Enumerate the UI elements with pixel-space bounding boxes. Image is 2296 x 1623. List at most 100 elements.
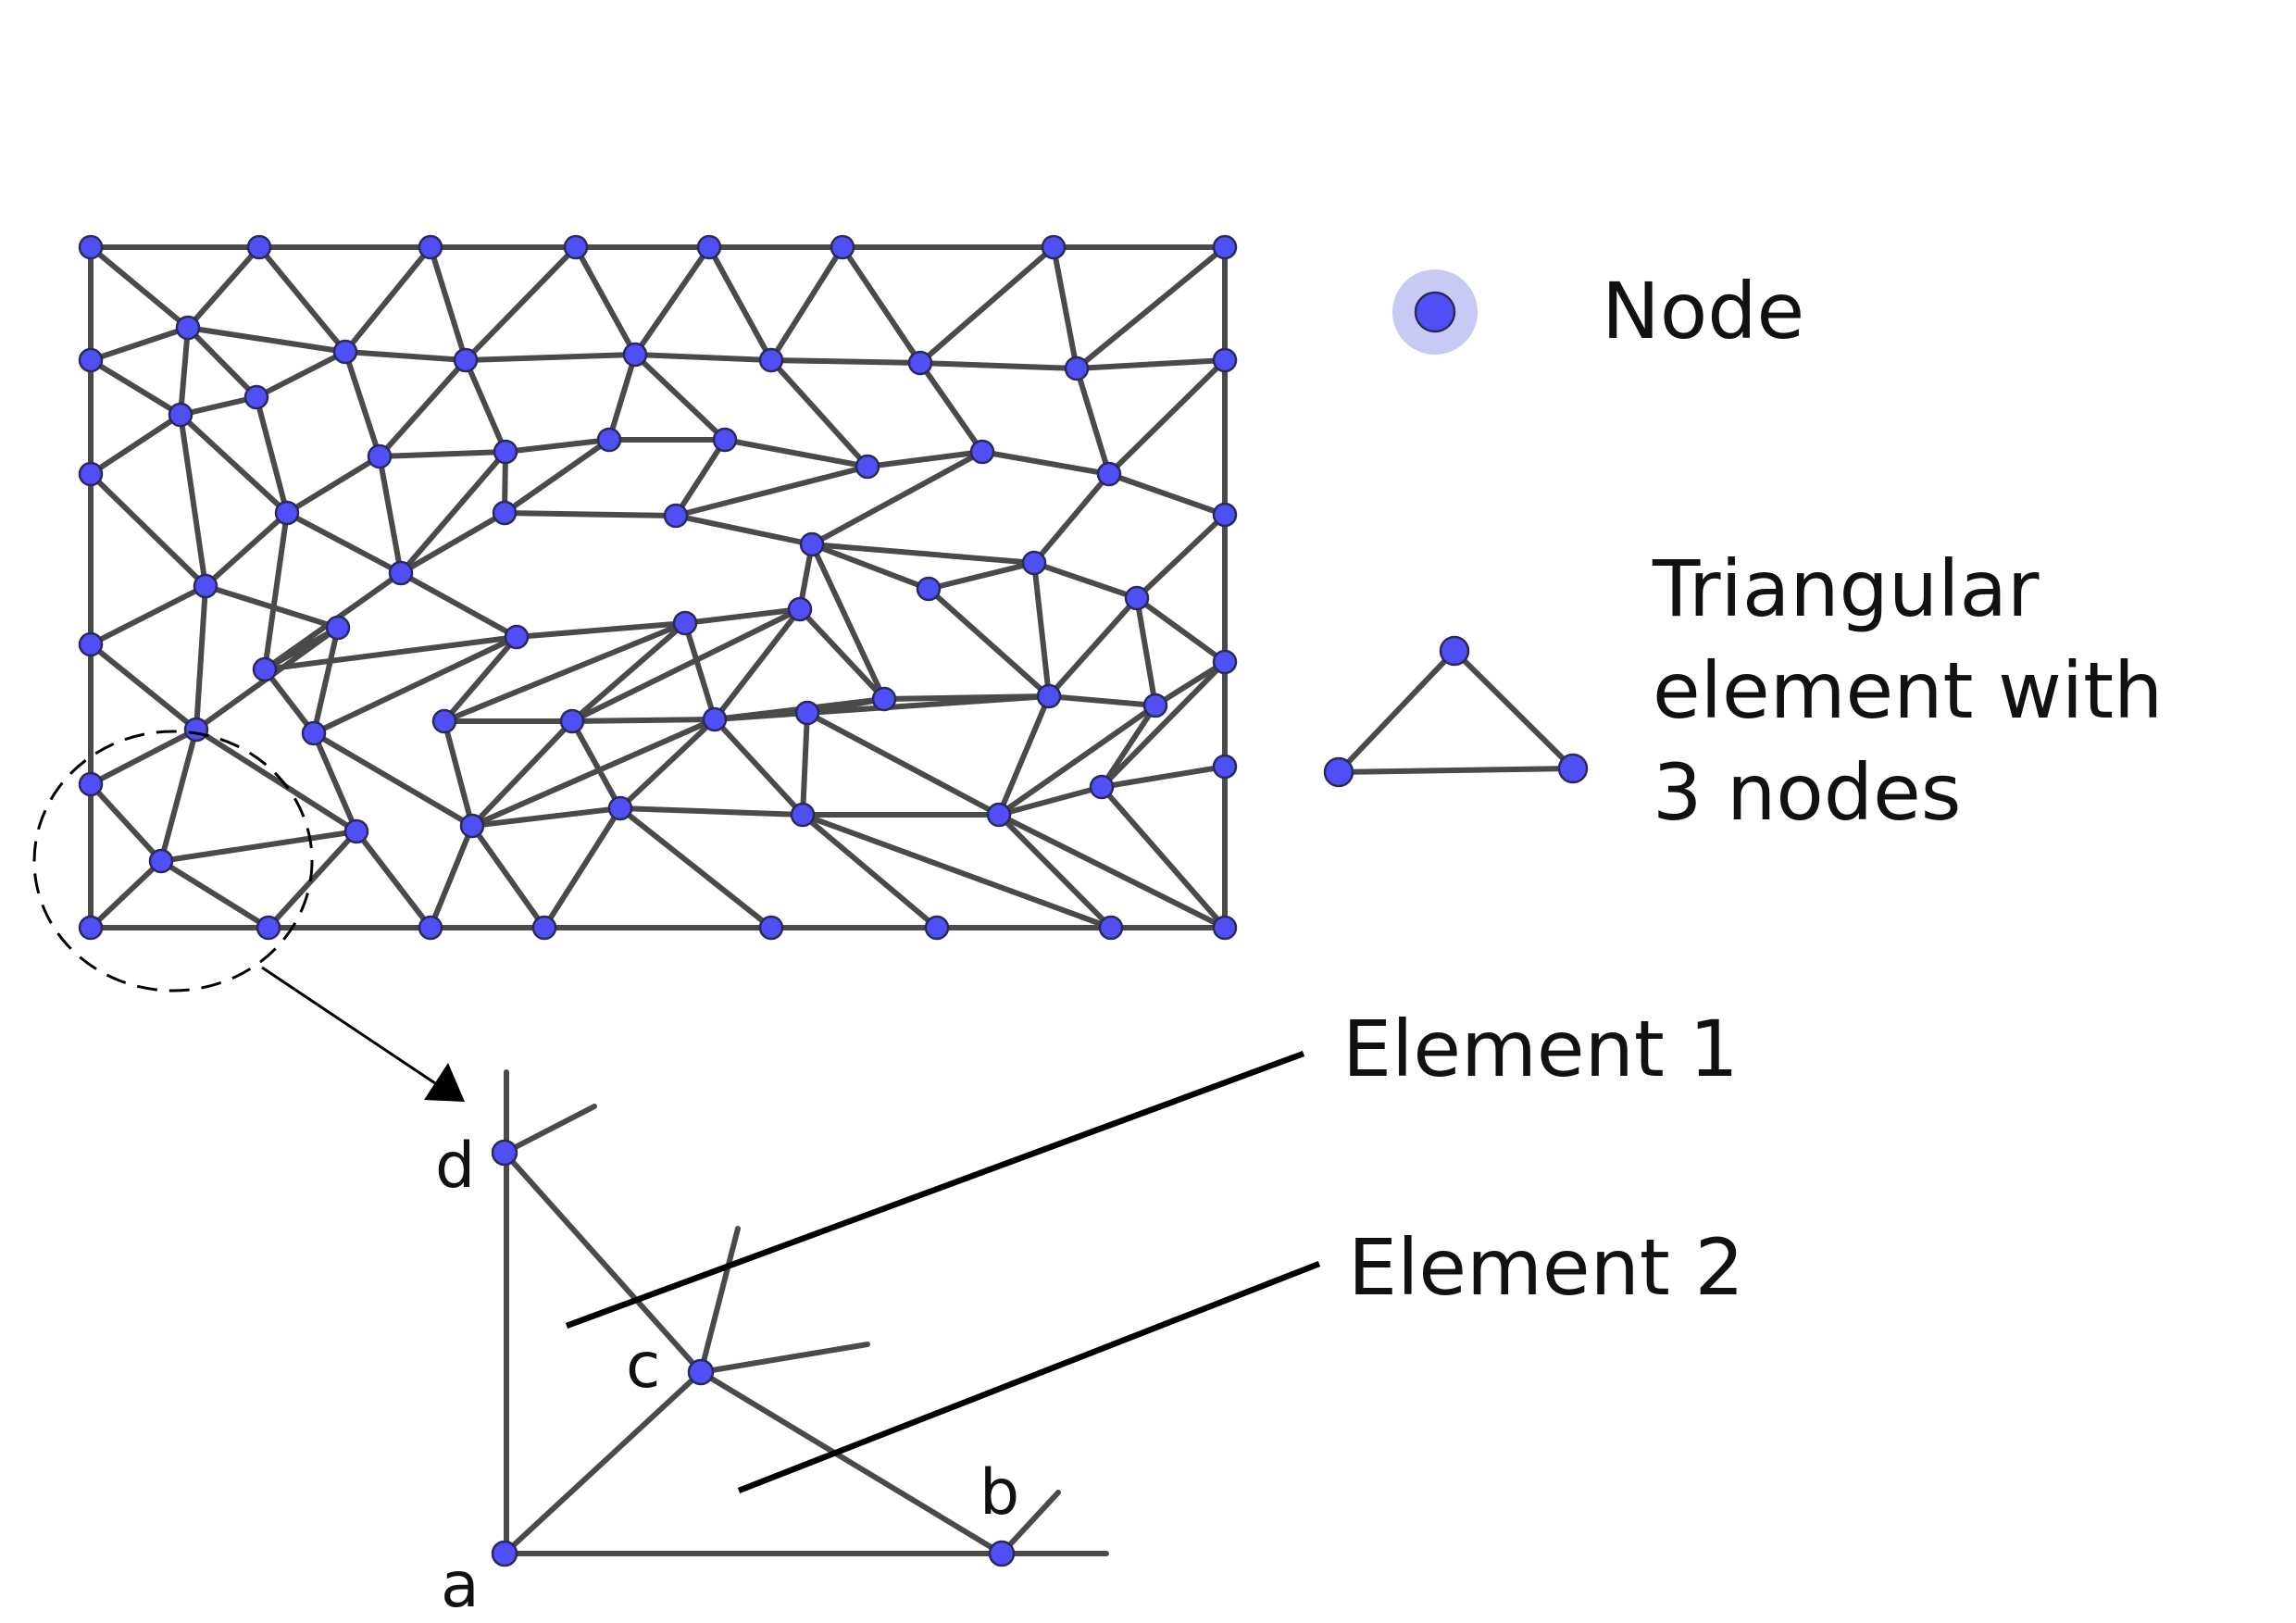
mesh-node bbox=[559, 708, 585, 734]
mesh-edge bbox=[1099, 703, 1158, 790]
element-1-leader-line bbox=[565, 1050, 1305, 1330]
mesh-node bbox=[183, 717, 209, 743]
mesh-edge bbox=[203, 510, 290, 589]
mesh-node bbox=[492, 500, 518, 526]
mesh-node bbox=[78, 347, 104, 373]
mesh-node bbox=[78, 915, 104, 941]
mesh-node bbox=[1021, 550, 1047, 576]
mesh-node bbox=[1212, 347, 1238, 373]
mesh-node bbox=[431, 708, 457, 734]
mesh-edge bbox=[185, 325, 348, 355]
legend-node-icon bbox=[1414, 291, 1456, 333]
mesh-node bbox=[830, 234, 855, 260]
mesh-edge bbox=[768, 244, 845, 363]
mesh-edge bbox=[193, 583, 208, 732]
mesh-edge bbox=[1106, 471, 1228, 518]
legend-triangle-edge bbox=[1452, 648, 1576, 771]
mesh-edge bbox=[1051, 244, 1079, 371]
mesh-node bbox=[855, 454, 880, 480]
mesh-edge bbox=[996, 703, 1158, 818]
mesh-edge bbox=[800, 812, 1114, 930]
mesh-node bbox=[986, 802, 1012, 828]
mesh-node bbox=[563, 234, 589, 260]
mesh-edge bbox=[311, 625, 341, 736]
mesh-edge bbox=[682, 606, 803, 626]
mesh-edge bbox=[1031, 471, 1112, 566]
mesh-edge bbox=[185, 244, 262, 331]
mesh-edge bbox=[502, 437, 612, 516]
mesh-edge bbox=[926, 586, 1052, 699]
mesh-edge bbox=[722, 437, 870, 469]
mesh-edge bbox=[463, 352, 638, 363]
mesh-edge bbox=[996, 812, 1228, 930]
mesh-node bbox=[696, 234, 722, 260]
mesh-node bbox=[1212, 754, 1238, 780]
mesh-node bbox=[1036, 683, 1062, 709]
mesh-edge bbox=[88, 357, 183, 418]
legend-triangle-label-line-1: Triangular bbox=[1652, 543, 2040, 634]
mesh-edge bbox=[88, 471, 208, 589]
mesh-edge bbox=[284, 454, 382, 516]
mesh-node bbox=[1089, 774, 1115, 800]
mesh-edge bbox=[712, 717, 805, 818]
mesh-edge bbox=[185, 325, 259, 400]
element-2-leader-line bbox=[737, 1260, 1321, 1494]
mesh-edge bbox=[158, 858, 271, 930]
legend-triangle-edge bbox=[1336, 648, 1457, 775]
mesh-node bbox=[531, 915, 557, 941]
mesh-edge bbox=[88, 727, 199, 787]
mesh-edge bbox=[284, 510, 404, 576]
mesh-node bbox=[78, 631, 104, 657]
mesh-edge bbox=[262, 634, 519, 672]
detail-edge-c-b bbox=[698, 1369, 1004, 1556]
mesh-edge bbox=[980, 449, 1112, 477]
mesh-node bbox=[1098, 915, 1124, 941]
mesh-edge bbox=[1031, 560, 1140, 601]
mesh-edge bbox=[343, 244, 433, 355]
element-2-label: Element 2 bbox=[1348, 1222, 1744, 1313]
mesh-edge bbox=[797, 606, 887, 702]
mesh-edge bbox=[428, 823, 475, 930]
mesh-node bbox=[256, 915, 281, 941]
mesh-edge bbox=[311, 634, 519, 736]
mesh-edge bbox=[1074, 357, 1228, 371]
detail-node-d bbox=[491, 1139, 518, 1167]
element-1-label: Element 1 bbox=[1342, 1004, 1739, 1094]
mesh-edge bbox=[254, 349, 348, 400]
mesh-edge bbox=[158, 727, 199, 864]
mesh-edge bbox=[354, 829, 433, 930]
detail-node-a bbox=[491, 1540, 518, 1567]
mesh-edge bbox=[569, 718, 623, 811]
mesh-edge bbox=[88, 642, 199, 732]
mesh-node bbox=[1212, 649, 1238, 675]
mesh-node bbox=[332, 339, 358, 365]
mesh-edge bbox=[768, 357, 870, 469]
mesh-edge bbox=[673, 437, 728, 518]
mesh-edge bbox=[311, 730, 475, 829]
mesh-edge bbox=[800, 710, 810, 818]
mesh-edge bbox=[428, 244, 468, 363]
mesh-edge bbox=[632, 244, 712, 357]
mesh-edge bbox=[442, 634, 519, 724]
mesh-edge bbox=[1153, 659, 1228, 708]
mesh-node bbox=[758, 347, 784, 373]
detail-edge-a-c bbox=[502, 1369, 704, 1556]
mesh-edge bbox=[917, 360, 985, 455]
mesh-edge bbox=[377, 454, 404, 576]
mesh-edge bbox=[618, 717, 718, 811]
mesh-edge bbox=[256, 244, 348, 355]
mesh-edge bbox=[502, 510, 679, 518]
mesh-edge bbox=[463, 244, 579, 363]
mesh-edge bbox=[618, 805, 805, 818]
mesh-node bbox=[493, 439, 518, 465]
mesh-node bbox=[193, 573, 218, 599]
mesh-node bbox=[1064, 356, 1090, 381]
mesh-edge bbox=[1074, 366, 1112, 477]
mesh-edge bbox=[311, 730, 359, 834]
mesh-boundary bbox=[88, 244, 1228, 930]
mesh-edge bbox=[809, 542, 1037, 566]
mesh-edge bbox=[996, 812, 1114, 930]
detail-edge-stub bbox=[999, 1490, 1061, 1556]
mesh-edge bbox=[573, 244, 638, 357]
